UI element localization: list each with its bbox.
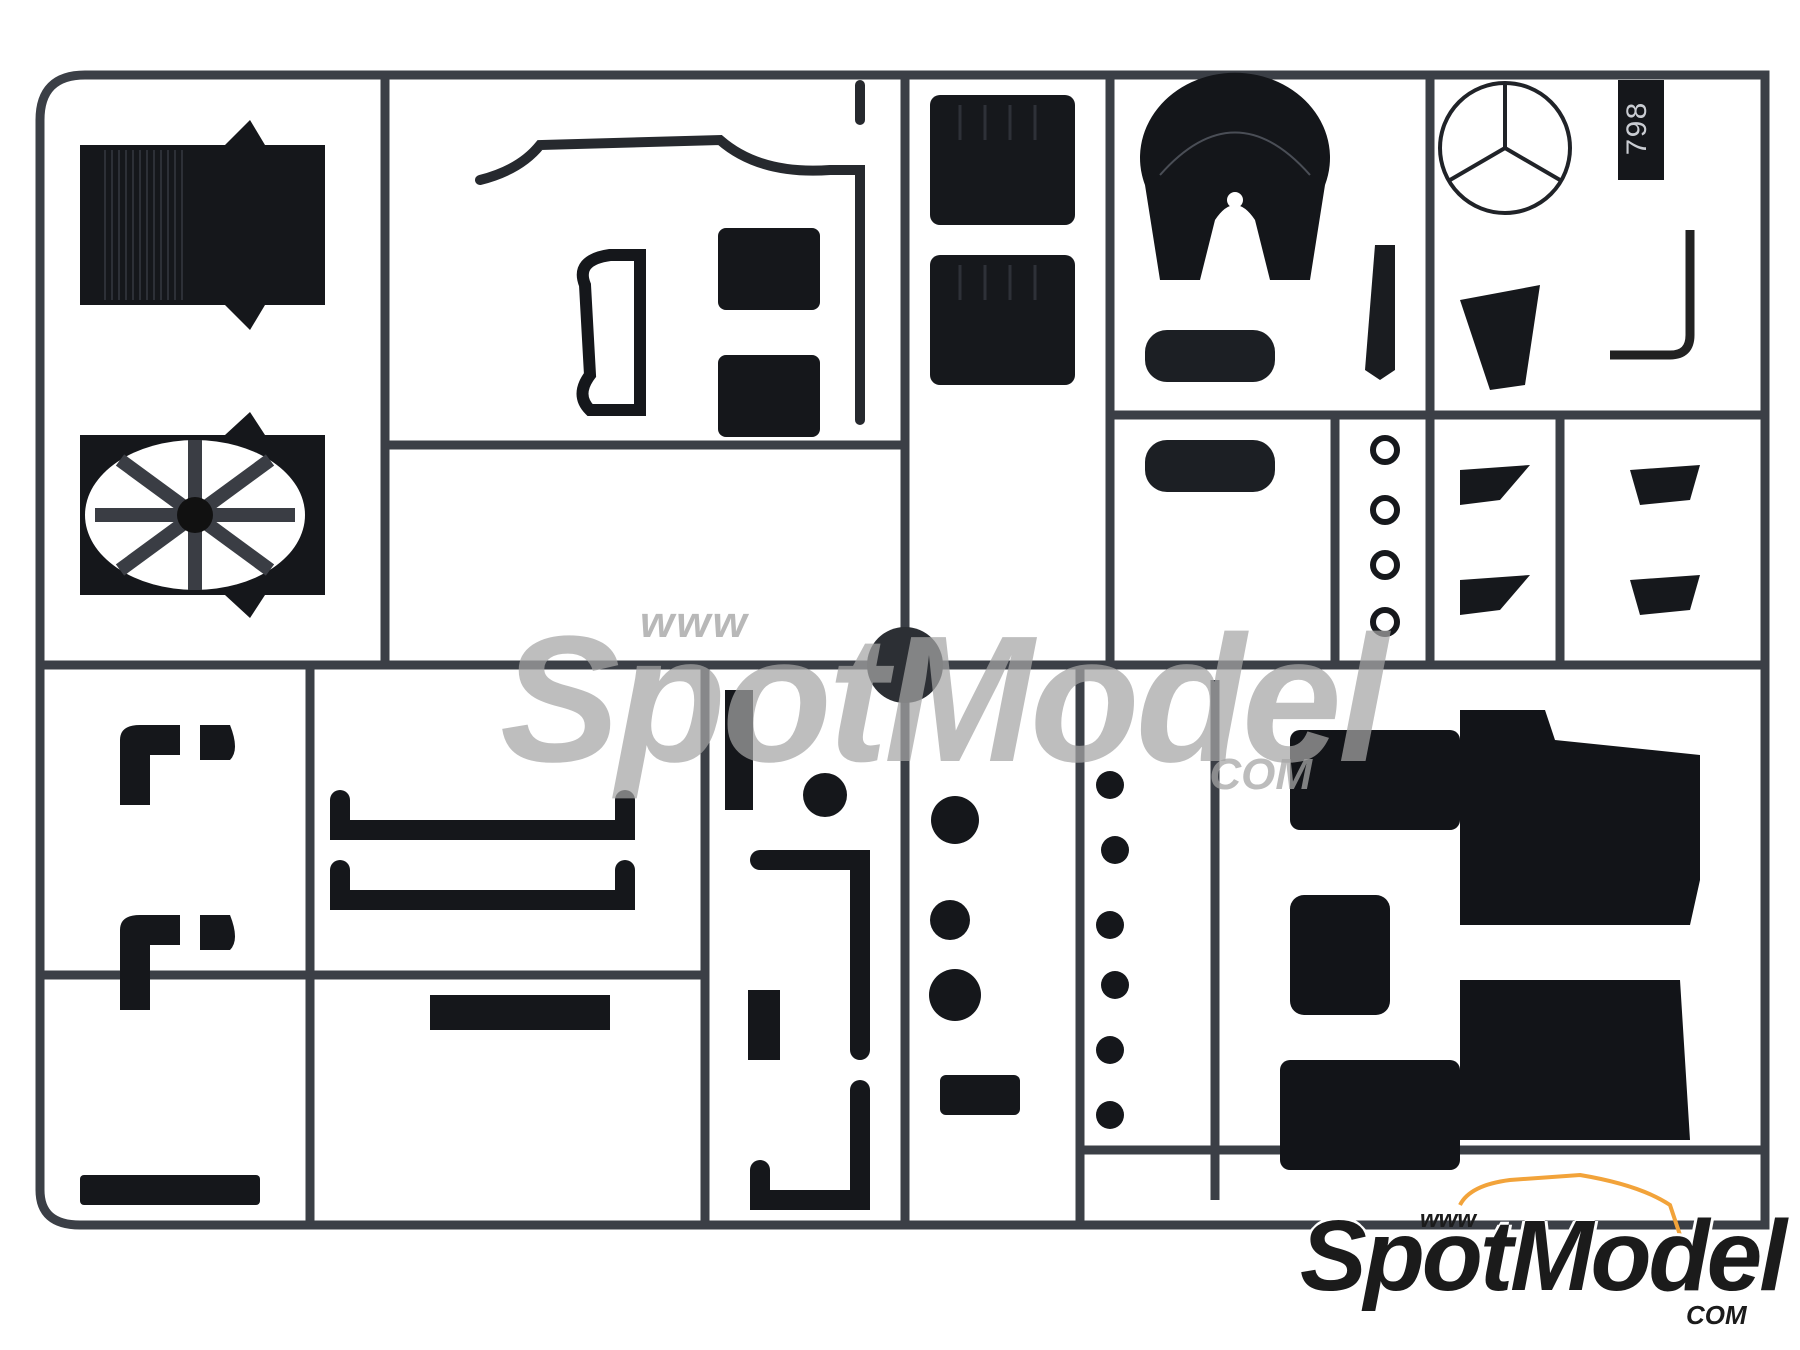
radiator-part — [80, 120, 325, 330]
engine-block-lower — [1280, 980, 1690, 1170]
shock-absorber-part — [1365, 245, 1395, 380]
engine-mount-part — [1290, 895, 1390, 1015]
sprue-tag-label: 798 — [1622, 102, 1656, 157]
sprue-tag — [1618, 80, 1664, 180]
watermark-corner: SpotModel www COM — [1290, 1180, 1787, 1330]
long-pipe-parts — [330, 790, 870, 1210]
fitting-parts — [1096, 771, 1129, 1129]
fan-shroud-part — [80, 412, 325, 618]
steering-wheel-part — [1438, 81, 1572, 215]
pulley-parts — [803, 773, 1020, 1115]
fifth-wheel-part — [1140, 72, 1330, 280]
ring-parts — [1370, 435, 1400, 637]
seat-parts — [930, 95, 1075, 385]
pipe-bend-part — [1610, 230, 1695, 360]
exhaust-pipe-part — [475, 80, 865, 425]
exhaust-manifold-part — [430, 995, 610, 1030]
sprue-hub — [867, 627, 943, 703]
hose-parts — [80, 725, 260, 1205]
air-tank-parts — [1145, 330, 1275, 492]
box-part — [748, 990, 780, 1060]
watermark-corner-com: COM — [1686, 1300, 1747, 1330]
watermark-corner-www: www — [1420, 1206, 1477, 1233]
engine-block-upper — [1290, 710, 1700, 925]
bar-part — [725, 690, 753, 810]
watermark-car-outline — [1458, 1172, 1682, 1236]
bracket-parts — [1460, 465, 1700, 615]
mirror-parts — [576, 228, 820, 437]
mudflap-part — [1460, 285, 1540, 390]
watermark-corner-brand: SpotModel — [1300, 1200, 1787, 1312]
